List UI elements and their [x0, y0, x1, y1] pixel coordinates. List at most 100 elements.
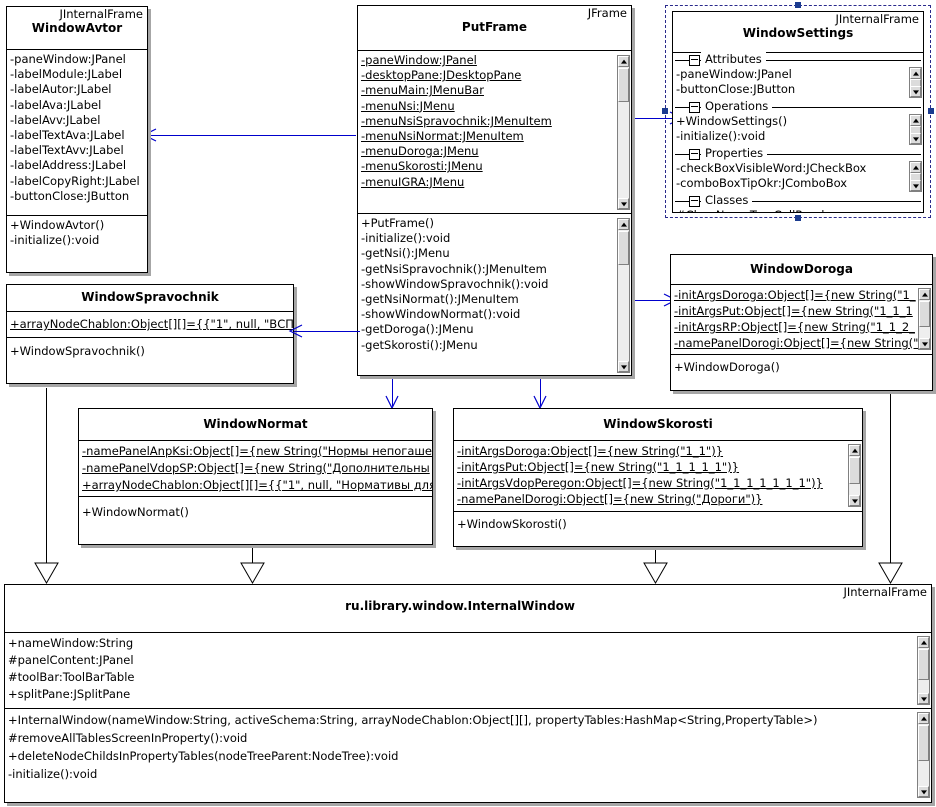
attribute-row: -paneWindow:JPanel [676, 67, 792, 81]
selection-handle-top[interactable] [795, 2, 801, 8]
scrollbar-windowsettings-properties[interactable] [909, 161, 922, 192]
attribute-row: +arrayNodeChablon:Object[][]={{"1", null… [10, 317, 293, 331]
collapse-toggle-icon[interactable] [689, 55, 700, 66]
class-name-windowsettings: WindowSettings [742, 26, 854, 40]
group-body-operations[interactable]: +WindowSettings() -initialize():void [673, 114, 923, 147]
group-body-classes[interactable]: #ClassNameTreeCellRenderer [673, 208, 923, 212]
collapse-toggle-icon[interactable] [689, 149, 700, 160]
group-rule [675, 60, 921, 61]
group-header-operations[interactable]: Operations [673, 99, 923, 114]
scrollbar-thumb[interactable] [618, 68, 629, 102]
scroll-down-arrow-icon[interactable] [618, 361, 629, 372]
class-stereotype-windowsettings: JInternalFrame [835, 12, 919, 26]
scrollbar-thumb[interactable] [618, 231, 629, 265]
operation-row: +WindowSkorosti() [457, 517, 567, 531]
operation-row: +InternalWindow(nameWindow:String, activ… [8, 713, 818, 727]
attribute-row: -menuNsiSpravochnik:JMenuItem [361, 113, 552, 128]
operations-compartment-internalwindow[interactable]: +InternalWindow(nameWindow:String, activ… [5, 709, 931, 802]
selection-handle-left[interactable] [662, 108, 668, 114]
scroll-up-arrow-icon[interactable] [849, 445, 860, 456]
group-header-properties[interactable]: Properties [673, 146, 923, 161]
scroll-up-arrow-icon[interactable] [919, 289, 930, 300]
collapse-toggle-icon[interactable] [689, 102, 700, 113]
attribute-row: -initArgsPut:Object[]={new String("1_1_1… [457, 460, 740, 474]
operation-row: -initialize():void [8, 767, 98, 781]
scrollbar-thumb[interactable] [849, 457, 860, 484]
attribute-row: -labelCopyRight:JLabel [10, 173, 140, 188]
operation-row: +WindowSpravochnik() [10, 344, 145, 358]
operation-row: -getDoroga():JMenu [361, 322, 474, 337]
scroll-down-arrow-icon[interactable] [910, 86, 921, 97]
scroll-down-arrow-icon[interactable] [910, 133, 921, 144]
group-body-attributes[interactable]: -paneWindow:JPanel -buttonClose:JButton [673, 67, 923, 100]
scrollbar-internalwindow-operations[interactable] [917, 712, 930, 798]
generalization-line-windowdoroga [890, 390, 891, 565]
class-stereotype-internalwindow: JInternalFrame [843, 585, 927, 599]
group-header-classes[interactable]: Classes [673, 193, 923, 208]
scrollbar-windowdoroga-attributes[interactable] [918, 288, 931, 350]
dependency-line-putframe-windowdoroga [632, 300, 674, 301]
scrollbar-putframe-attributes[interactable] [617, 55, 630, 210]
scrollbar-internalwindow-attributes[interactable] [917, 636, 930, 705]
class-box-windowsettings[interactable]: JInternalFrame WindowSettings Attributes… [672, 11, 924, 213]
operation-row: +deleteNodeChildsInPropertyTables(nodeTr… [8, 749, 399, 763]
scrollbar-thumb[interactable] [918, 649, 929, 680]
group-label: Operations [701, 99, 773, 113]
group-body-properties[interactable]: -checkBoxVisibleWord:JCheckBox -comboBox… [673, 161, 923, 194]
scrollbar-windowsettings-attributes[interactable] [909, 67, 922, 98]
class-name-windowspravochnik: WindowSpravochnik [81, 290, 219, 304]
group-header-attributes[interactable]: Attributes [673, 52, 923, 67]
scroll-up-arrow-icon[interactable] [618, 219, 629, 230]
attribute-row: -labelTextAva:JLabel [10, 128, 125, 143]
selection-handle-bottom[interactable] [795, 215, 801, 221]
operations-compartment-windowskorosti[interactable]: +WindowSkorosti() [454, 512, 862, 546]
scrollbar-thumb[interactable] [919, 301, 930, 327]
attribute-row: -namePanelDorogi:Object[]={new String(" [674, 336, 919, 350]
class-box-internalwindow[interactable]: JInternalFrame ru.library.window.Interna… [4, 584, 932, 803]
scrollbar-thumb[interactable] [918, 725, 929, 761]
attributes-compartment-windowdoroga[interactable]: -initArgsDoroga:Object[]={new String("1_… [671, 285, 932, 355]
operations-compartment-windownormat[interactable]: +WindowNormat() [79, 497, 432, 544]
attributes-compartment-putframe[interactable]: -paneWindow:JPanel -desktopPane:JDesktop… [358, 51, 631, 214]
class-box-windowspravochnik[interactable]: WindowSpravochnik +arrayNodeChablon:Obje… [6, 284, 294, 384]
scroll-up-arrow-icon[interactable] [618, 56, 629, 67]
operation-row: -initialize():void [361, 231, 451, 246]
attributes-compartment-internalwindow[interactable]: +nameWindow:String #panelContent:JPanel … [5, 633, 931, 709]
class-box-windownormat[interactable]: WindowNormat -namePanelAnpKsi:Object[]={… [78, 408, 433, 545]
attributes-compartment-windowavtor[interactable]: -paneWindow:JPanel -labelModule:JLabel -… [7, 50, 147, 216]
scroll-up-arrow-icon[interactable] [918, 637, 929, 648]
scroll-up-arrow-icon[interactable] [910, 68, 921, 79]
scrollbar-windowsettings-operations[interactable] [909, 114, 922, 145]
selection-handle-right[interactable] [928, 108, 934, 114]
class-box-windowdoroga[interactable]: WindowDoroga -initArgsDoroga:Object[]={n… [670, 254, 933, 391]
attributes-compartment-windowspravochnik[interactable]: +arrayNodeChablon:Object[][]={{"1", null… [7, 312, 293, 338]
class-name-internalwindow: ru.library.window.InternalWindow [345, 599, 575, 613]
scroll-down-arrow-icon[interactable] [918, 786, 929, 797]
operations-compartment-putframe[interactable]: +PutFrame() -initialize():void -getNsi()… [358, 214, 631, 375]
operations-compartment-windowdoroga[interactable]: +WindowDoroga() [671, 355, 932, 390]
class-box-windowavtor[interactable]: JInternalFrame WindowAvtor -paneWindow:J… [6, 6, 148, 273]
scroll-up-arrow-icon[interactable] [910, 162, 921, 173]
operations-compartment-windowspravochnik[interactable]: +WindowSpravochnik() [7, 338, 293, 383]
class-box-putframe[interactable]: JFrame PutFrame -paneWindow:JPanel -desk… [357, 5, 632, 376]
scroll-down-arrow-icon[interactable] [849, 495, 860, 506]
class-stereotype-putframe: JFrame [587, 6, 627, 20]
class-box-windowskorosti[interactable]: WindowSkorosti -initArgsDoroga:Object[]=… [453, 408, 863, 547]
attributes-compartment-windowskorosti[interactable]: -initArgsDoroga:Object[]={new String("1_… [454, 441, 862, 512]
collapse-toggle-icon[interactable] [689, 196, 700, 207]
generalization-line-windownormat [252, 547, 253, 565]
attributes-compartment-windownormat[interactable]: -namePanelAnpKsi:Object[]={new String("Н… [79, 441, 432, 497]
scroll-down-arrow-icon[interactable] [919, 338, 930, 349]
scroll-down-arrow-icon[interactable] [618, 198, 629, 209]
scrollbar-windowskorosti-attributes[interactable] [848, 444, 861, 507]
scrollbar-putframe-operations[interactable] [617, 218, 630, 373]
attribute-row: +nameWindow:String [8, 636, 134, 650]
attribute-row: -labelAutor:JLabel [10, 82, 112, 97]
scroll-down-arrow-icon[interactable] [918, 693, 929, 704]
operations-compartment-windowavtor[interactable]: +WindowAvtor() -initialize():void [7, 216, 147, 272]
scroll-up-arrow-icon[interactable] [910, 115, 921, 126]
scroll-down-arrow-icon[interactable] [910, 180, 921, 191]
operation-row: +WindowDoroga() [674, 360, 780, 374]
scroll-up-arrow-icon[interactable] [918, 713, 929, 724]
generalization-triangle-windowskorosti [643, 562, 668, 584]
